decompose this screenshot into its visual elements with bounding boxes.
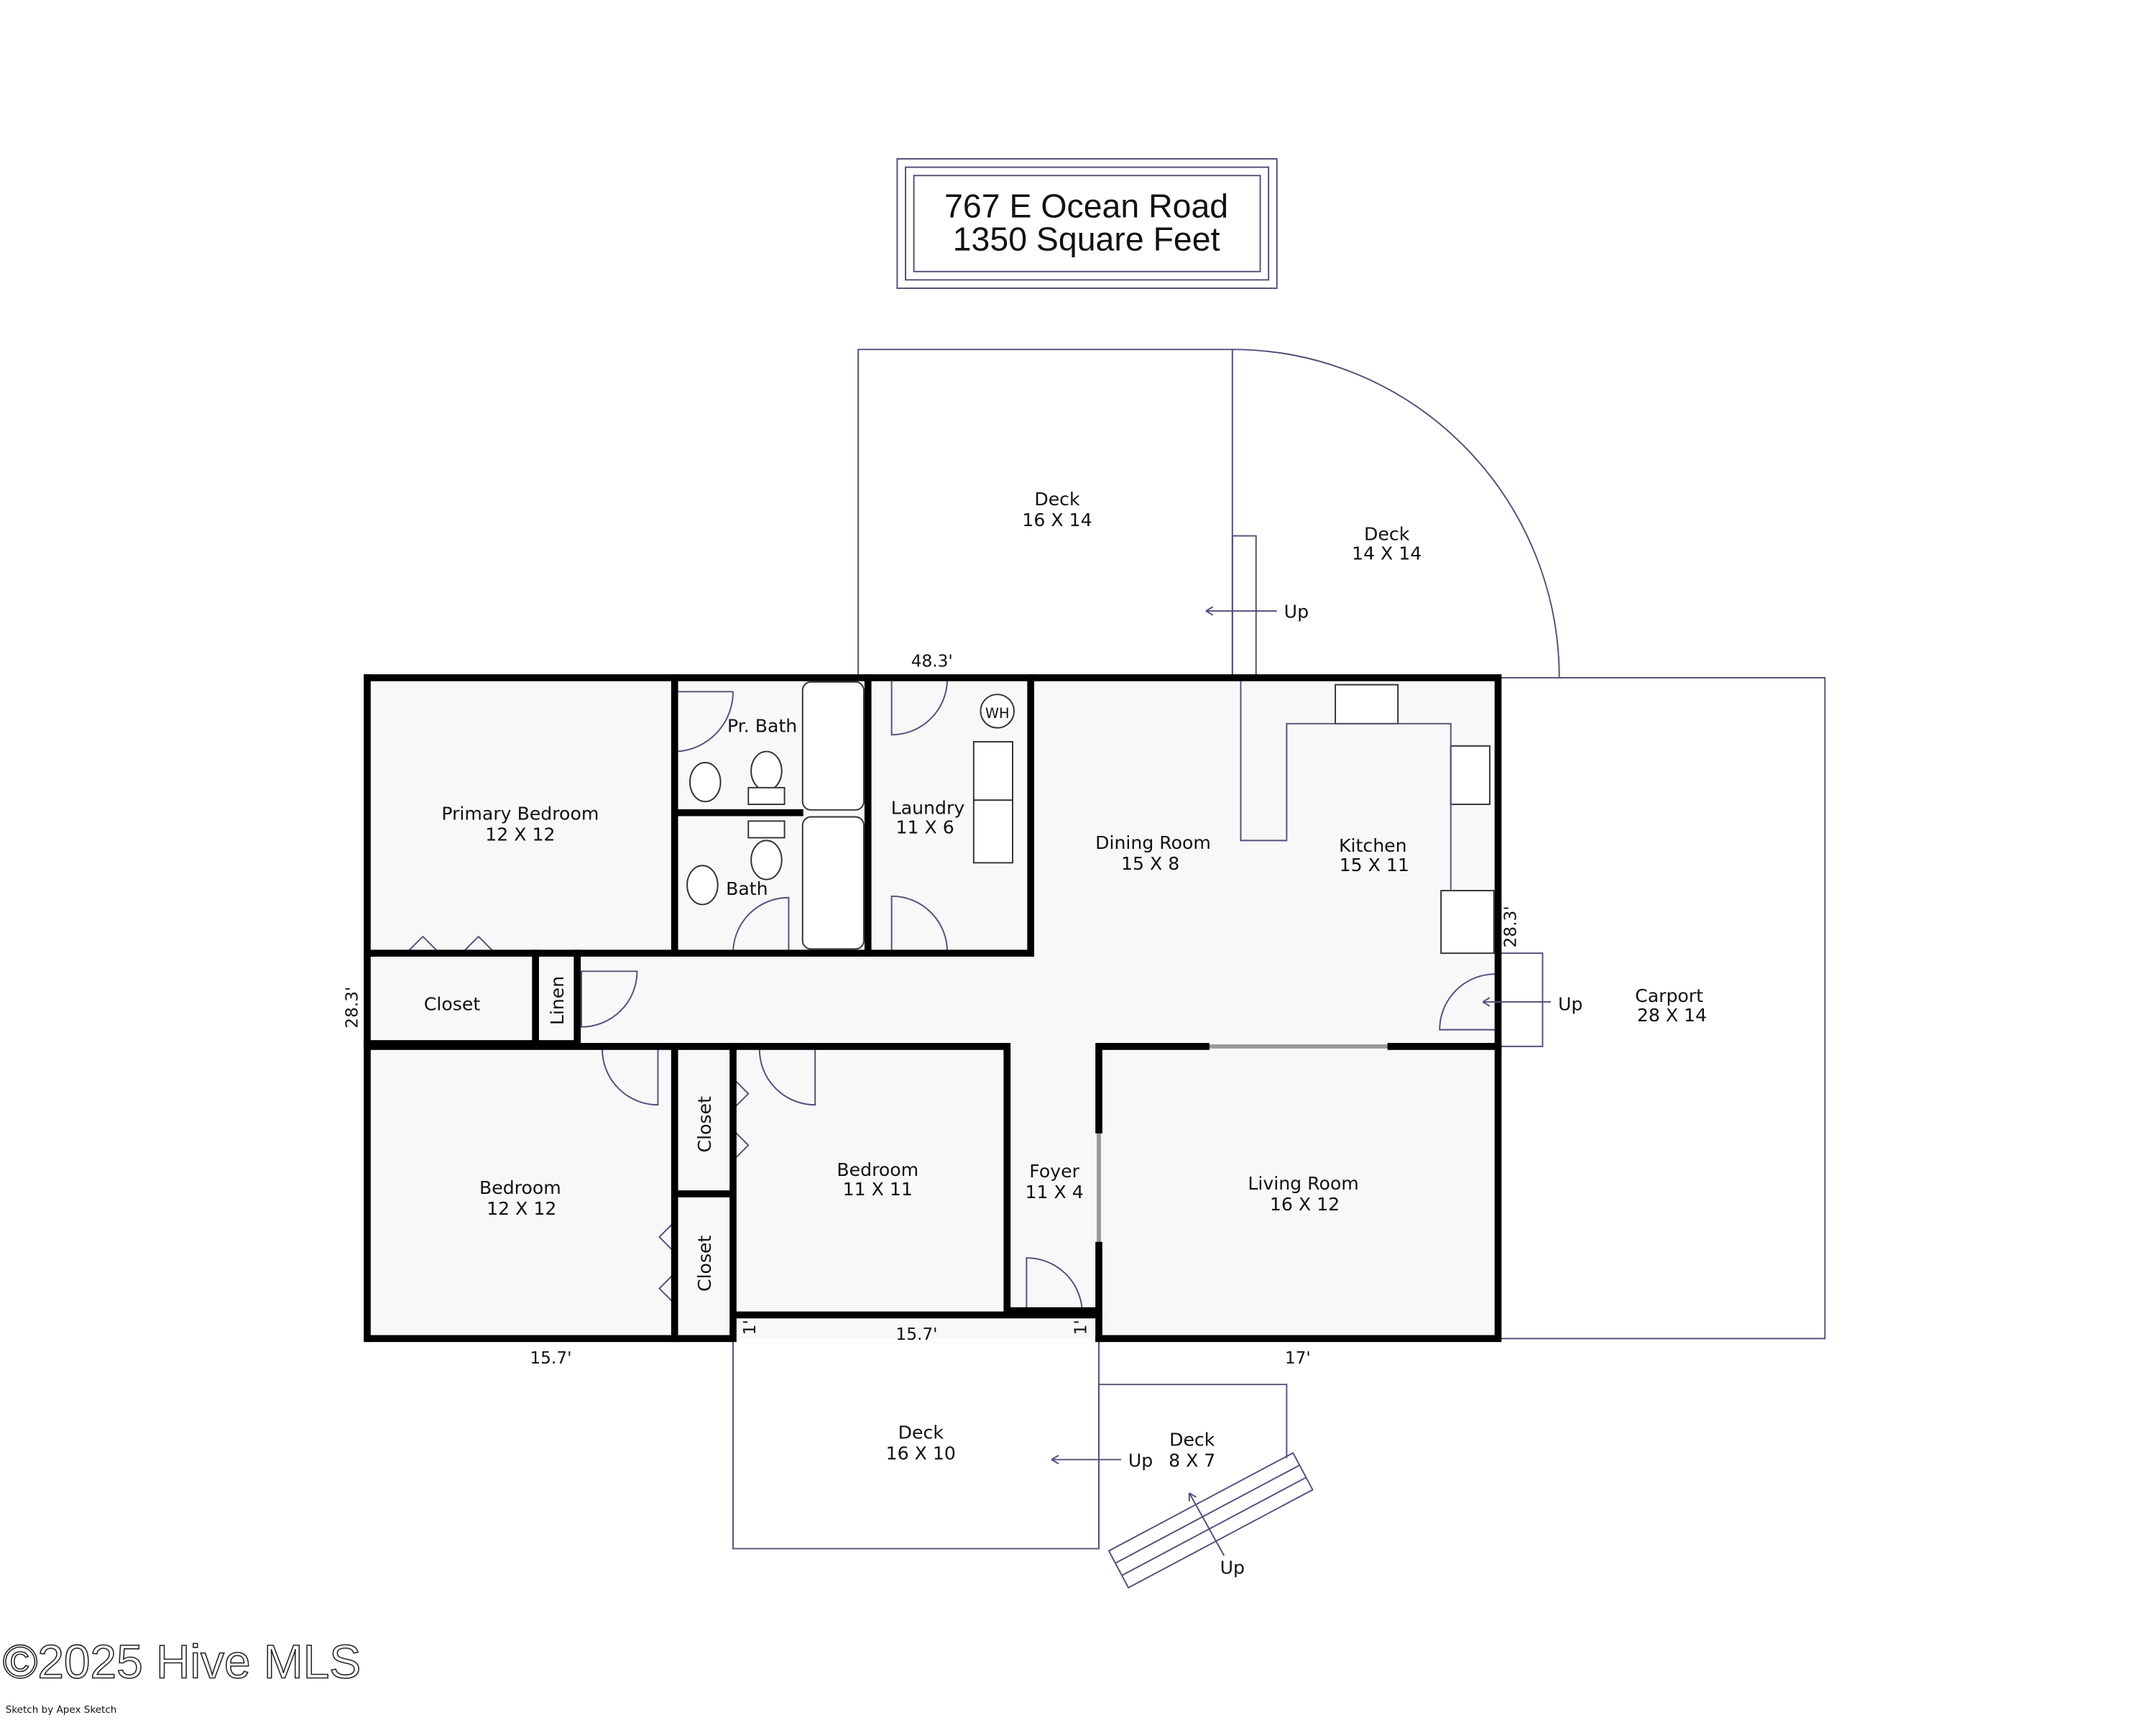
- dryer-icon: [972, 799, 1013, 864]
- dim-offset-left: 1': [740, 1320, 760, 1335]
- laundry-name: Laundry: [891, 798, 965, 819]
- kitchen-sink-icon: [1335, 684, 1399, 725]
- stairs-small-deck: [1107, 1452, 1314, 1589]
- bathtub-primary: [801, 681, 865, 811]
- stove-icon: [1450, 745, 1491, 806]
- pr-bath-name: Pr. Bath: [727, 715, 797, 736]
- deck-small-name: Deck: [1169, 1429, 1215, 1450]
- foyer-name: Foyer: [1029, 1161, 1079, 1182]
- credit: Sketch by Apex Sketch: [6, 1704, 117, 1716]
- toilet-icon: [750, 750, 783, 791]
- dim-bottom-right: 17': [1285, 1348, 1311, 1368]
- dim-bottom-middle: 15.7': [895, 1325, 937, 1344]
- sink-icon: [686, 865, 719, 906]
- title-box: 767 E Ocean Road 1350 Square Feet: [896, 158, 1278, 289]
- dim-bottom-left: 15.7': [530, 1348, 571, 1368]
- up-label-bottom-deck: Up: [1128, 1450, 1153, 1471]
- bedroom-1-size: 12 X 12: [487, 1198, 556, 1219]
- bath-name: Bath: [726, 878, 768, 899]
- foyer-size: 11 X 4: [1025, 1182, 1083, 1202]
- watermark: ©2025 Hive MLS: [3, 1635, 361, 1688]
- dining-room-name: Dining Room: [1095, 832, 1211, 853]
- doors: [405, 680, 1496, 1311]
- carport-size: 28 X 14: [1637, 1005, 1707, 1026]
- bedroom-2-size: 11 X 11: [843, 1179, 913, 1200]
- living-room-name: Living Room: [1248, 1173, 1358, 1194]
- dining-room-size: 15 X 8: [1121, 853, 1179, 874]
- deck-bottom-name: Deck: [898, 1422, 944, 1443]
- dim-right: 28.3': [1501, 906, 1521, 947]
- exterior-outlines: [732, 349, 1826, 1589]
- deck-top-left-name: Deck: [1034, 489, 1080, 510]
- stairs-carport: [1497, 952, 1544, 1047]
- bathtub: [801, 816, 865, 950]
- deck-small-size: 8 X 7: [1169, 1450, 1215, 1471]
- primary-bedroom-size: 12 X 12: [485, 824, 555, 845]
- toilet-icon: [750, 840, 783, 880]
- dim-left: 28.3': [342, 987, 361, 1029]
- linen-name: Linen: [547, 976, 568, 1025]
- water-heater-icon: [980, 694, 1015, 729]
- walls: [364, 674, 1502, 1343]
- refrigerator-icon: [1440, 890, 1495, 955]
- up-label-top: Up: [1284, 602, 1309, 622]
- closet-1-name: Closet: [424, 994, 481, 1015]
- toilet-tank: [747, 786, 786, 806]
- bedroom-2-name: Bedroom: [837, 1159, 918, 1180]
- deck-top-left-size: 16 X 14: [1022, 510, 1092, 530]
- deck-top-right-name: Deck: [1364, 523, 1410, 544]
- water-heater-label: WH: [985, 705, 1010, 722]
- primary-bedroom-name: Primary Bedroom: [441, 803, 599, 824]
- bedroom-1-name: Bedroom: [479, 1177, 561, 1198]
- address: 767 E Ocean Road: [944, 187, 1228, 224]
- closet-3-name: Closet: [694, 1235, 715, 1292]
- up-label-small-deck: Up: [1220, 1557, 1245, 1578]
- stair-arrows: Up Up Up Up: [1051, 602, 1583, 1578]
- stairs-top: [1231, 535, 1257, 679]
- sink-icon: [689, 762, 722, 803]
- dim-offset-right: 1': [1072, 1320, 1091, 1335]
- washer-icon: [972, 741, 1013, 801]
- up-label-carport: Up: [1558, 994, 1583, 1015]
- kitchen-name: Kitchen: [1339, 835, 1407, 856]
- closet-2-name: Closet: [694, 1096, 715, 1153]
- room-labels: Deck 16 X 14 Deck 14 X 14 Primary Bedroo…: [424, 489, 1707, 1471]
- dim-top: 48.3': [911, 651, 953, 671]
- laundry-size: 11 X 6: [895, 817, 954, 838]
- fixtures: WH: [686, 677, 1495, 955]
- living-room-size: 16 X 12: [1270, 1194, 1340, 1215]
- deck-top-right-size: 14 X 14: [1352, 543, 1422, 564]
- deck-bottom-size: 16 X 10: [886, 1443, 956, 1464]
- kitchen-size: 15 X 11: [1340, 855, 1409, 875]
- dimensions: 48.3' 28.3' 28.3' 15.7' 15.7' 17' 1' 1': [342, 651, 1520, 1368]
- square-feet: 1350 Square Feet: [953, 221, 1220, 258]
- carport-name: Carport: [1635, 985, 1703, 1006]
